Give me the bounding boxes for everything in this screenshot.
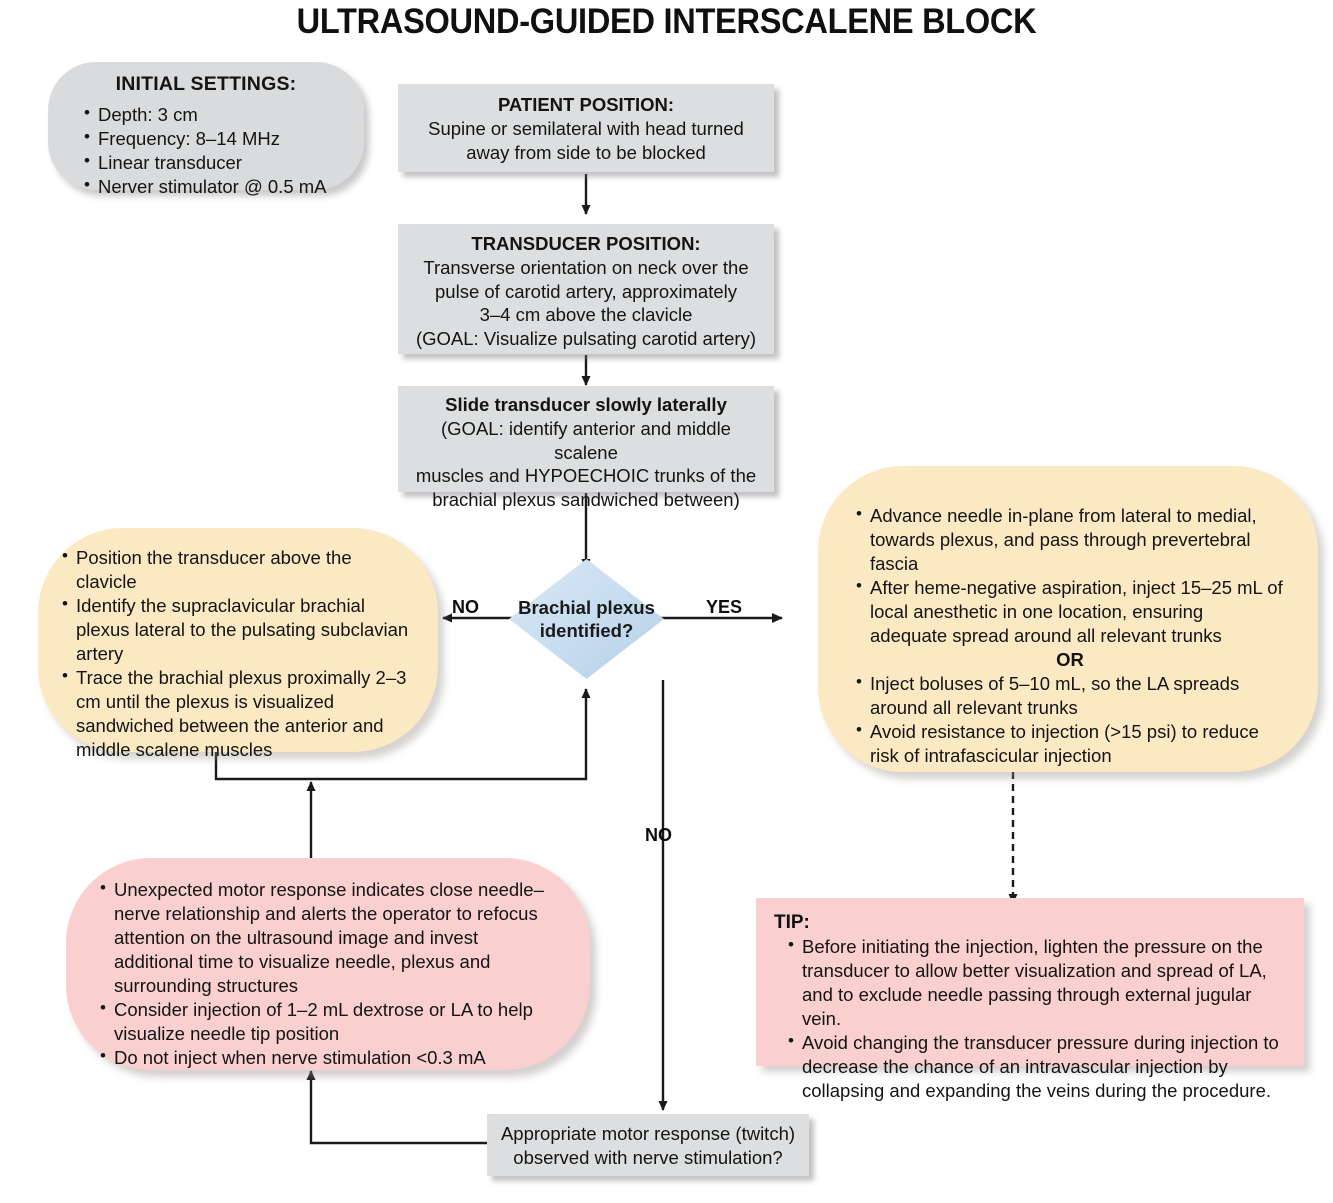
twitch-line-2: observed with nerve stimulation?: [513, 1146, 783, 1168]
motor-response-list: Unexpected motor response indicates clos…: [100, 877, 560, 1070]
list-item: Avoid changing the transducer pressure d…: [788, 1030, 1288, 1103]
node-initial-settings: INITIAL SETTINGS: Depth: 3 cm Frequency:…: [48, 62, 364, 197]
tip-list: Before initiating the injection, lighten…: [774, 934, 1288, 1103]
node-no-branch: Position the transducer above the clavic…: [38, 528, 438, 760]
slide-transducer-line-2: muscles and HYPOECHOIC trunks of the: [415, 465, 757, 487]
transducer-position-heading: TRANSDUCER POSITION:: [471, 233, 701, 254]
list-item: Nerver stimulator @ 0.5 mA: [84, 174, 348, 199]
slide-transducer-line-1: (GOAL: identify anterior and middle scal…: [441, 417, 731, 463]
twitch-line-1: Appropriate motor response (twitch): [500, 1123, 796, 1144]
node-slide-transducer: Slide transducer slowly laterally (GOAL:…: [398, 386, 774, 510]
node-tip: TIP: Before initiating the injection, li…: [756, 898, 1304, 1101]
list-item: Advance needle in-plane from lateral to …: [856, 503, 1284, 576]
node-decision-brachial-plexus: Brachial plexus identified?: [508, 558, 665, 680]
transducer-position-line-1: Transverse orientation on neck over the: [423, 256, 749, 278]
list-item: Avoid resistance to injection (>15 psi) …: [856, 719, 1284, 768]
transducer-position-line-3: 3–4 cm above the clavicle: [479, 304, 693, 326]
tip-heading: TIP:: [774, 912, 810, 933]
list-item: Do not inject when nerve stimulation <0.…: [100, 1045, 560, 1070]
page-title: ULTRASOUND-GUIDED INTERSCALENE BLOCK: [296, 2, 1037, 41]
no-branch-list: Position the transducer above the clavic…: [62, 545, 416, 762]
initial-settings-list: Depth: 3 cm Frequency: 8–14 MHz Linear t…: [64, 102, 348, 199]
list-item: Trace the brachial plexus proximally 2–3…: [62, 665, 416, 762]
decision-label: Brachial plexus identified?: [508, 558, 665, 680]
list-item: Position the transducer above the clavic…: [62, 545, 416, 594]
diamond-shape: [509, 559, 664, 679]
list-item: Unexpected motor response indicates clos…: [100, 877, 560, 998]
list-item: After heme-negative aspiration, inject 1…: [856, 575, 1284, 648]
list-item: Before initiating the injection, lighten…: [788, 934, 1288, 1031]
decision-line-2: identified?: [539, 620, 634, 641]
transducer-position-line-4: (GOAL: Visualize pulsating carotid arter…: [415, 328, 756, 350]
edge-label-no-down: NO: [645, 825, 672, 845]
slide-transducer-line-3: brachial plexus sandwiched between): [432, 489, 740, 511]
list-item: Frequency: 8–14 MHz: [84, 126, 348, 151]
node-motor-response-advice: Unexpected motor response indicates clos…: [66, 858, 590, 1070]
list-item: Inject boluses of 5–10 mL, so the LA spr…: [856, 671, 1284, 720]
list-item: Depth: 3 cm: [84, 102, 348, 127]
node-transducer-position: TRANSDUCER POSITION: Transverse orientat…: [398, 224, 774, 354]
initial-settings-heading: INITIAL SETTINGS:: [115, 73, 297, 95]
decision-line-1: Brachial plexus: [518, 596, 655, 618]
list-item: Linear transducer: [84, 150, 348, 175]
list-item: Consider injection of 1–2 mL dextrose or…: [100, 997, 560, 1046]
transducer-position-line-2: pulse of carotid artery, approximately: [435, 280, 737, 302]
patient-position-line-2: away from side to be blocked: [466, 141, 706, 163]
node-yes-branch: Advance needle in-plane from lateral to …: [818, 466, 1318, 772]
edge-label-no-left: NO: [452, 597, 479, 617]
yes-branch-list: Advance needle in-plane from lateral to …: [856, 503, 1284, 768]
node-patient-position: PATIENT POSITION: Supine or semilateral …: [398, 84, 774, 172]
or-separator: OR: [1056, 648, 1084, 670]
patient-position-line-1: Supine or semilateral with head turned: [428, 117, 744, 139]
node-twitch-question: Appropriate motor response (twitch) obse…: [487, 1114, 809, 1176]
list-item: Identify the supraclavicular brachial pl…: [62, 593, 416, 666]
patient-position-heading: PATIENT POSITION:: [497, 94, 675, 115]
slide-transducer-heading: Slide transducer slowly laterally: [445, 394, 727, 415]
edge-label-yes-right: YES: [706, 597, 743, 617]
